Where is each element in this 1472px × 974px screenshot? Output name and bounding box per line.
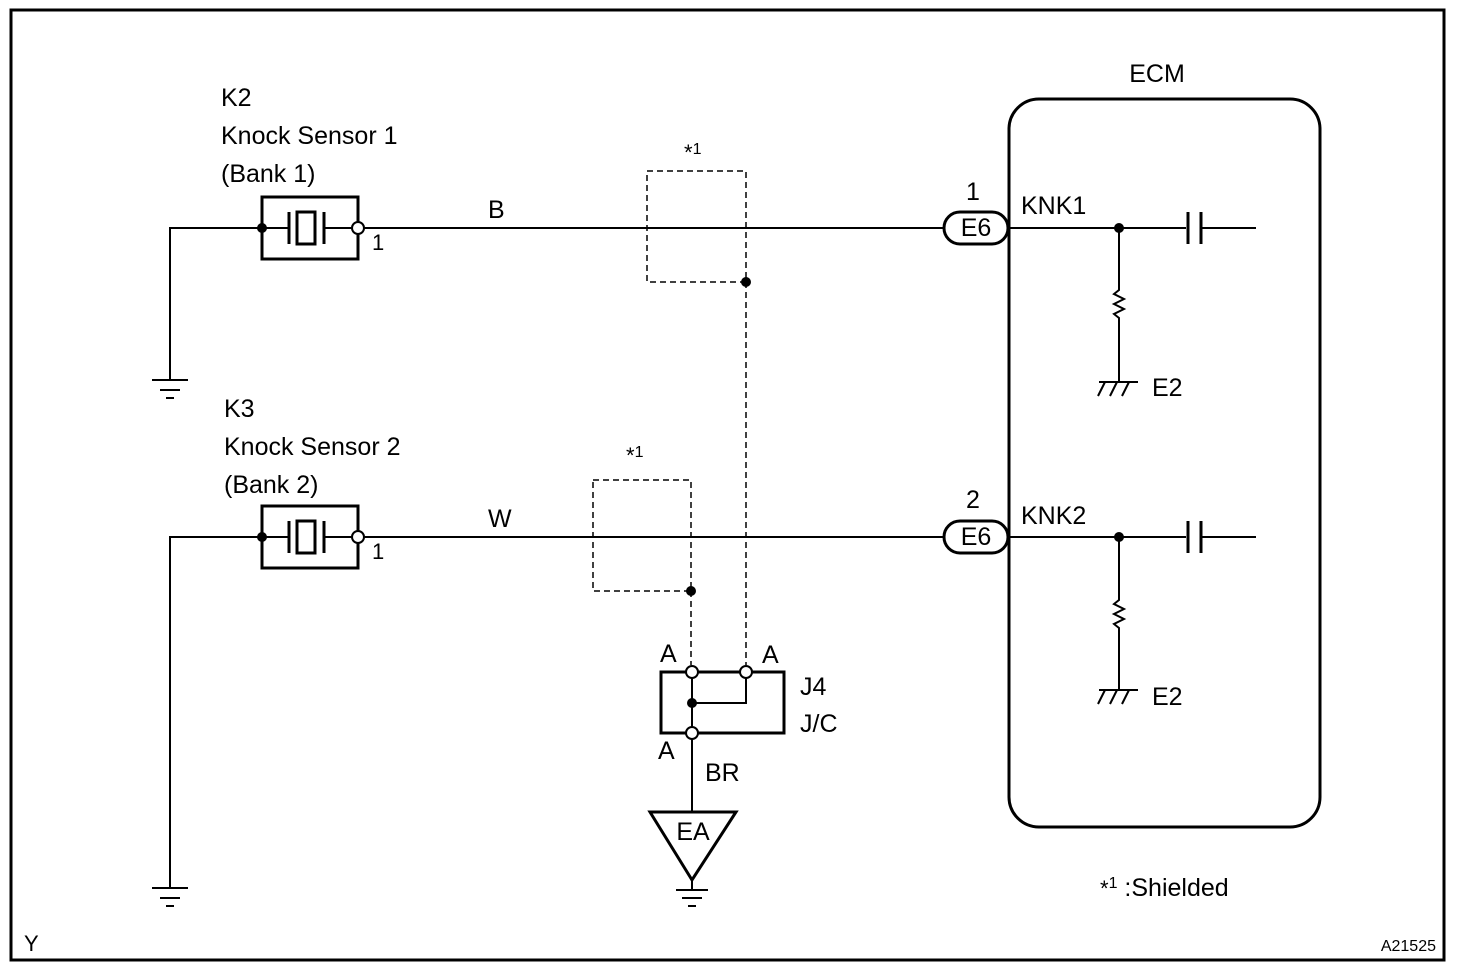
knk1-internal-circuit [1008, 212, 1256, 397]
wire2-pin: 2 [966, 486, 980, 514]
wire1-color: B [488, 196, 505, 224]
j4-pin-a-right: A [762, 641, 779, 669]
sensor2-bank: (Bank 2) [224, 471, 318, 499]
sensor1-pin: 1 [372, 230, 384, 255]
junction-wire-color: BR [705, 759, 740, 787]
ecm-title: ECM [1129, 60, 1185, 88]
sensor2-ground-wire [152, 536, 262, 907]
figure-id: A21525 [1381, 938, 1436, 955]
diagram-frame [9, 8, 1446, 962]
junction-type: J/C [800, 710, 838, 738]
ground-point-label: EA [676, 818, 710, 846]
ecm-ground-e2-2: E2 [1152, 683, 1183, 711]
knock-sensor-2 [257, 504, 360, 570]
sensor1-bank: (Bank 1) [221, 160, 315, 188]
wire2-color: W [488, 505, 512, 533]
sensor2-name: Knock Sensor 2 [224, 433, 401, 461]
sensor1-ground-wire [152, 227, 262, 399]
sensor1-name: Knock Sensor 1 [221, 122, 398, 150]
junction-code: J4 [800, 673, 827, 701]
sensor1-code: K2 [221, 84, 252, 112]
sensor2-code: K3 [224, 395, 255, 423]
connector1-label: E6 [961, 214, 992, 242]
wire1-pin: 1 [966, 178, 980, 206]
sensor2-pin: 1 [372, 539, 384, 564]
ecm-ground-e2-1: E2 [1152, 374, 1183, 402]
j4-pin-a-bottom: A [658, 737, 675, 765]
junction-connector-j4 [659, 670, 786, 735]
j4-terminal-a-left [685, 665, 699, 679]
ground-point-ea [647, 810, 739, 883]
shield-box-2 [592, 479, 692, 592]
ecm-terminal-knk2: KNK2 [1021, 502, 1086, 530]
ecm-terminal-knk1: KNK1 [1021, 192, 1086, 220]
ecm-box [1007, 97, 1322, 829]
sensor2-pin-terminal [351, 530, 365, 544]
sensor1-pin-terminal [351, 221, 365, 235]
j4-terminal-a-right [739, 665, 753, 679]
shield2-mark: *1 [626, 443, 644, 468]
ea-ground-symbol [676, 880, 708, 907]
shield1-mark: *1 [684, 140, 702, 165]
shielded-legend: *1 :Shielded [1100, 874, 1229, 902]
connector2-label: E6 [961, 523, 992, 551]
j4-pin-a-left: A [660, 640, 677, 668]
shield-box-1 [646, 170, 747, 283]
j4-terminal-a-bottom [685, 726, 699, 740]
corner-code-left: Y [24, 931, 39, 956]
knk2-internal-circuit [1008, 521, 1256, 705]
knock-sensor-1 [257, 195, 360, 261]
